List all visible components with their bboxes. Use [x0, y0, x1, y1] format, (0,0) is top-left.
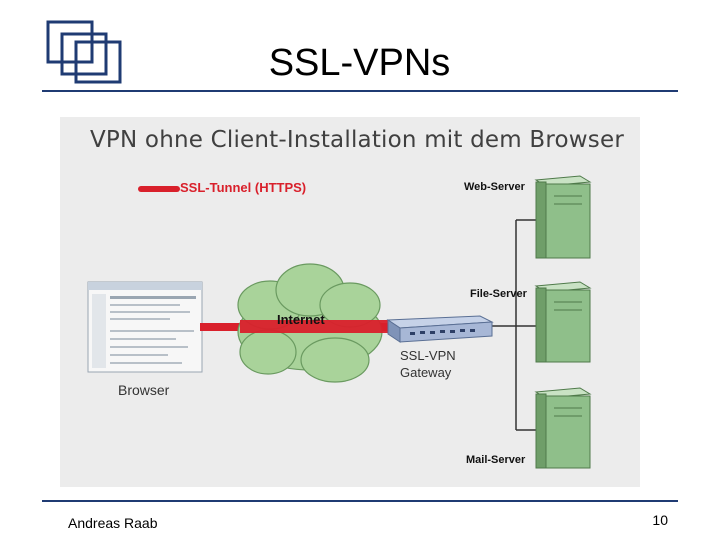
gateway-label-line1: SSL-VPN	[400, 348, 456, 363]
gateway-switch-icon	[386, 315, 494, 343]
file-server-label: File-Server	[470, 288, 527, 300]
mail-server-label: Mail-Server	[466, 454, 526, 466]
gateway-label: SSL-VPN Gateway	[400, 347, 456, 381]
gateway-label-line2: Gateway	[400, 365, 452, 380]
bottom-divider	[42, 500, 678, 502]
server-connection-lines	[490, 219, 536, 431]
diagram-title: VPN ohne Client-Installation mit dem Bro…	[90, 127, 624, 153]
server-tower-icon	[534, 387, 592, 469]
top-divider	[42, 90, 678, 92]
browser-label: Browser	[118, 382, 170, 398]
web-server-label: Web-Server	[464, 181, 525, 193]
internet-label: Internet	[277, 312, 325, 327]
tunnel-through-cloud	[240, 320, 390, 333]
server-tower-icon	[534, 175, 592, 259]
legend-tunnel-swatch	[138, 186, 180, 192]
server-tower-icon	[534, 281, 592, 363]
browser-window-icon	[87, 281, 203, 373]
legend-tunnel-label: SSL-Tunnel (HTTPS)	[180, 180, 307, 195]
logo-squares-icon	[46, 20, 122, 84]
page-number: 10	[652, 512, 668, 528]
slide-title: SSL-VPNs	[268, 42, 451, 84]
author-name: Andreas Raab	[68, 515, 158, 531]
